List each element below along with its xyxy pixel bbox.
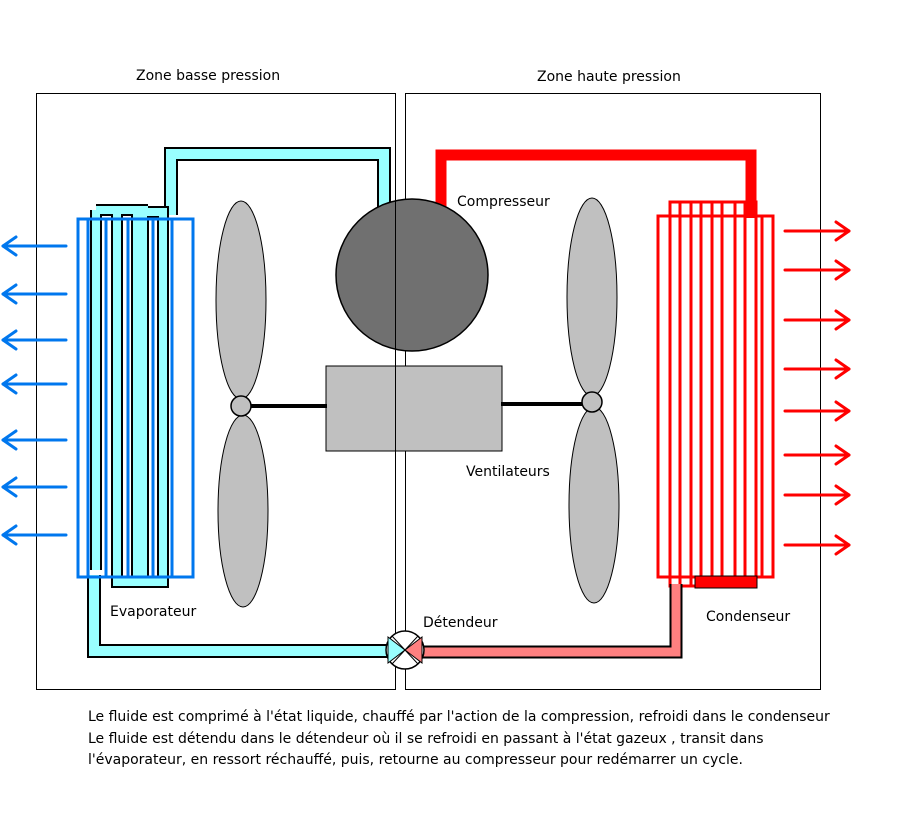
hot-air-arrow xyxy=(783,220,851,242)
caption: Le fluide est comprimé à l'état liquide,… xyxy=(88,707,848,772)
hot-air-arrow xyxy=(783,534,851,556)
hot-air-arrow xyxy=(783,358,851,380)
cold-air-arrows xyxy=(1,235,68,546)
cold-air-arrow xyxy=(1,429,68,451)
hot-air-arrow xyxy=(783,484,851,506)
evaporator-label: Evaporateur xyxy=(110,604,196,620)
cold-air-arrow xyxy=(1,476,68,498)
cold-air-arrow xyxy=(1,283,68,305)
expansion-valve-label: Détendeur xyxy=(423,615,498,631)
hot-air-arrows xyxy=(783,220,851,556)
refrigeration-cycle-diagram: Zone basse pression Zone haute pression xyxy=(1,68,851,690)
fans-label: Ventilateurs xyxy=(466,464,550,480)
right-fan xyxy=(566,197,620,604)
hot-air-arrow xyxy=(783,259,851,281)
compressor-label: Compresseur xyxy=(457,194,550,210)
hot-discharge-pipe xyxy=(435,149,757,218)
condenser-bottom-header xyxy=(694,575,758,589)
cold-air-arrow xyxy=(1,373,68,395)
condenser-coil xyxy=(656,200,775,588)
hot-air-arrow xyxy=(783,309,851,331)
hot-air-arrow xyxy=(783,444,851,466)
hot-air-arrow xyxy=(783,400,851,422)
low-pressure-zone-label: Zone basse pression xyxy=(136,68,280,84)
evaporator-coil xyxy=(90,204,169,588)
compressor xyxy=(335,198,489,352)
cold-air-arrow xyxy=(1,329,68,351)
fan-motor xyxy=(325,365,503,452)
caption-line-compression: Le fluide est comprimé à l'état liquide,… xyxy=(88,709,830,725)
expansion-valve xyxy=(385,630,425,670)
cold-air-arrow xyxy=(1,235,68,257)
condenser-label: Condenseur xyxy=(706,609,790,625)
high-pressure-zone-label: Zone haute pression xyxy=(537,69,681,85)
left-fan xyxy=(215,200,269,608)
caption-line-expansion: Le fluide est détendu dans le détendeur … xyxy=(88,730,764,769)
cold-air-arrow xyxy=(1,524,68,546)
cold-suction-pipe xyxy=(164,147,391,215)
evaporator-fins xyxy=(76,217,195,579)
